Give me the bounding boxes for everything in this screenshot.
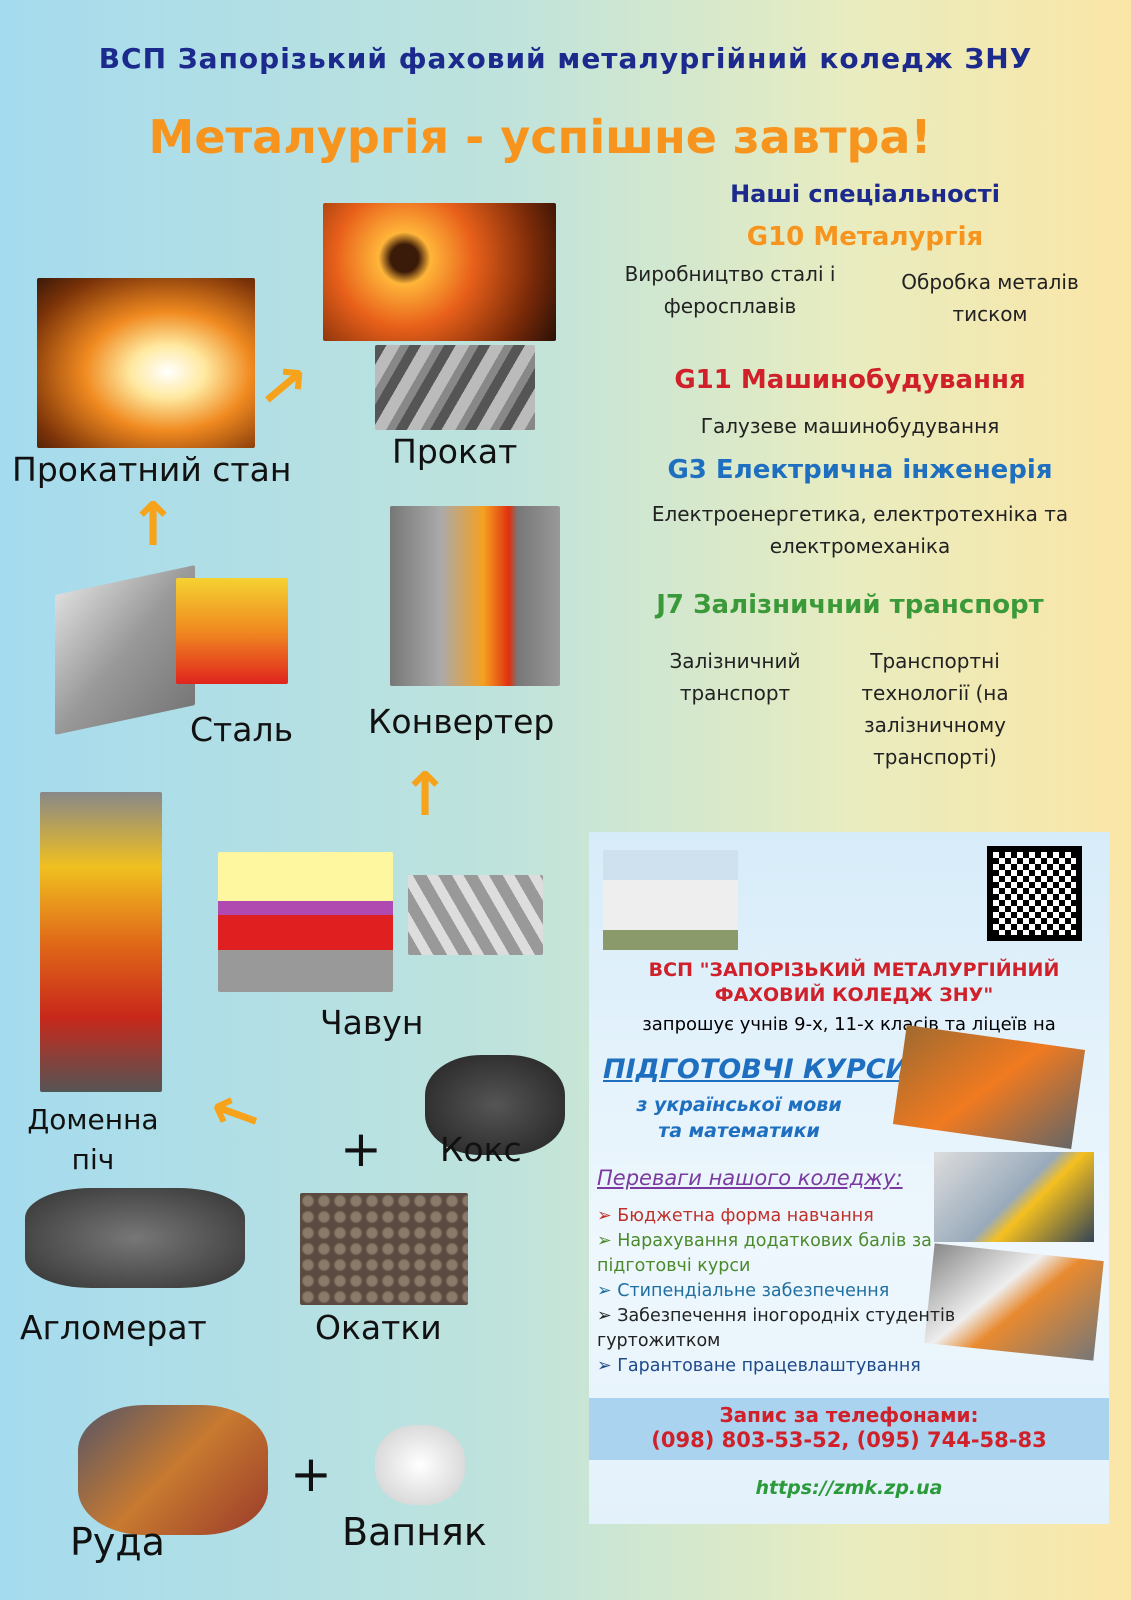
arrow-icon: → <box>199 1073 271 1157</box>
rolled-label: Прокат <box>392 432 518 471</box>
specialty-g3-title: G3 Електрична інженерія <box>667 455 1053 485</box>
specialty-j7-title: J7 Залізничний транспорт <box>656 590 1044 620</box>
advantage-text: Нарахування додаткових балів за підготов… <box>597 1231 932 1276</box>
specialties-heading: Наші спеціальності <box>730 180 1000 208</box>
advantage-text: Гарантоване працевлаштування <box>617 1356 921 1376</box>
advantage-item: ➢ Стипендіальне забезпечення <box>597 1281 890 1301</box>
slogan: Металургія - успішне завтра! <box>148 110 932 164</box>
flyer-advantages-title: Переваги нашого коледжу: <box>597 1166 903 1190</box>
specialty-item: Галузеве машинобудування <box>700 414 1000 438</box>
phones-label: Запис за телефонами: <box>719 1403 979 1427</box>
steel-angles-image <box>375 345 535 430</box>
pig-iron-label: Чавун <box>320 1003 424 1042</box>
worker-photo <box>892 1024 1086 1150</box>
rolled-coil-image <box>323 203 556 341</box>
converter-image <box>390 506 560 686</box>
ore-image <box>78 1405 268 1535</box>
ore-label: Руда <box>70 1520 165 1564</box>
advantage-text: Забезпечення іногородніх студентів гурто… <box>597 1306 956 1351</box>
phones[interactable]: (098) 803-53-52, (095) 744-58-83 <box>651 1428 1047 1452</box>
rolling-mill-image <box>37 278 255 448</box>
phones-band: Запис за телефонами: (098) 803-53-52, (0… <box>589 1398 1109 1460</box>
plus-sign: + <box>340 1120 382 1178</box>
college-title: ВСП Запорізький фаховий металургійний ко… <box>98 42 1033 75</box>
advantages-list: ➢ Бюджетна форма навчання ➢ Нарахування … <box>597 1204 957 1379</box>
steel-ingot-image <box>55 565 195 735</box>
specialty-item: Виробництво сталі і феросплавів <box>624 262 836 318</box>
limestone-label: Вапняк <box>342 1510 487 1554</box>
pellets-label: Окатки <box>315 1308 442 1347</box>
advantage-text: Бюджетна форма навчання <box>617 1206 874 1226</box>
blast-furnace-label: Доменна піч <box>27 1103 159 1176</box>
arrow-icon: ↑ <box>400 760 451 830</box>
arrow-icon: ↑ <box>128 490 179 560</box>
coke-label: Кокс <box>440 1130 522 1169</box>
courses-flyer: ВСП "ЗАПОРІЗЬКИЙ МЕТАЛУРГІЙНИЙ ФАХОВИЙ К… <box>589 832 1109 1524</box>
converter-label: Конвертер <box>368 702 555 741</box>
specialty-g11-title: G11 Машинобудування <box>674 365 1026 395</box>
steel-label: Сталь <box>190 710 294 749</box>
advantage-text: Стипендіальне забезпечення <box>617 1281 890 1301</box>
agglomerate-label: Агломерат <box>20 1308 207 1347</box>
college-building-photo <box>603 850 738 950</box>
advantage-item: ➢ Бюджетна форма навчання <box>597 1206 874 1226</box>
agglomerate-image <box>25 1188 245 1288</box>
specialty-item: Транспортні технології (на залізничному … <box>861 649 1009 769</box>
pig-iron-image <box>408 875 543 955</box>
qr-code-icon[interactable] <box>987 846 1082 941</box>
flyer-subjects: з української мови та математики <box>636 1094 842 1142</box>
specialty-item: Обробка металів тиском <box>901 270 1079 326</box>
molten-steel-image <box>176 578 288 684</box>
plus-sign: + <box>290 1445 332 1503</box>
flyer-courses: ПІДГОТОВЧІ КУРСИ <box>603 1054 909 1085</box>
blast-furnace-image <box>40 792 162 1092</box>
specialty-item: Електроенергетика, електротехніка та еле… <box>651 502 1069 558</box>
coke-image <box>425 1055 565 1155</box>
specialty-item: Залізничний транспорт <box>669 649 801 705</box>
pellets-image <box>300 1193 468 1305</box>
website-link[interactable]: https://zmk.zp.ua <box>755 1477 943 1499</box>
flyer-invite: запрошує учнів 9-х, 11-х класів та ліцеї… <box>642 1014 1056 1035</box>
specialty-g10-title: G10 Металургія <box>746 222 984 252</box>
limestone-image <box>375 1425 465 1505</box>
advantage-item: ➢ Забезпечення іногородніх студентів гур… <box>597 1306 956 1351</box>
advantage-item: ➢ Нарахування додаткових балів за підгот… <box>597 1231 932 1276</box>
furnace-detail-image <box>218 852 393 992</box>
flyer-org-name: ВСП "ЗАПОРІЗЬКИЙ МЕТАЛУРГІЙНИЙ ФАХОВИЙ К… <box>648 959 1060 1006</box>
advantage-item: ➢ Гарантоване працевлаштування <box>597 1356 921 1376</box>
engineer-photo <box>934 1152 1094 1242</box>
rolling-mill-label: Прокатний стан <box>12 450 292 489</box>
